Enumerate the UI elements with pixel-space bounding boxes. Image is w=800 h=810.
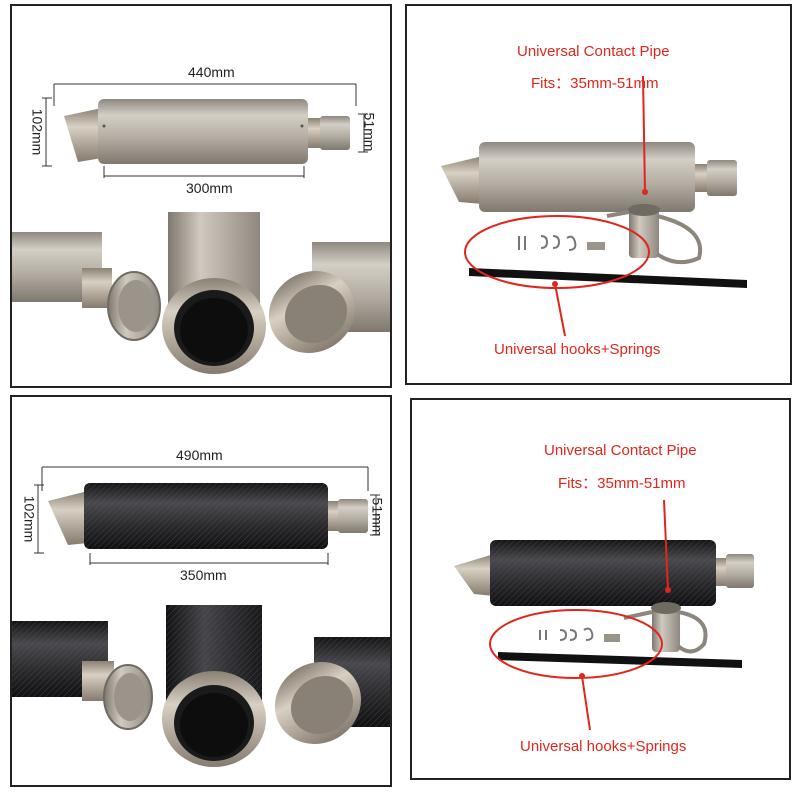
body-length-label: 350mm: [180, 567, 227, 583]
carbon-muffler-drawing: [12, 466, 390, 767]
total-length-label: 490mm: [176, 447, 223, 463]
total-length-label: 440mm: [188, 64, 235, 80]
contact-pipe-title: Universal Contact Pipe: [517, 43, 670, 60]
silver-kit-panel: Universal Contact Pipe Fits：35mm-51mm Un…: [405, 4, 792, 385]
fits-range-label: Fits：35mm-51mm: [531, 75, 659, 92]
fits-range-label: Fits：35mm-51mm: [558, 475, 686, 492]
silver-kit-drawing: [441, 75, 747, 337]
inlet-label: 51mm: [369, 497, 386, 537]
carbon-kit-panel: Universal Contact Pipe Fits：35mm-51mm Un…: [410, 398, 791, 780]
diameter-label: 102mm: [29, 108, 46, 156]
hooks-springs-label: Universal hooks+Springs: [520, 738, 687, 755]
carbon-dimensions-panel: 490mm 350mm 102mm 51mm: [10, 395, 392, 787]
inlet-label: 51mm: [361, 112, 378, 152]
carbon-kit-drawing: [454, 499, 754, 731]
hooks-springs-label: Universal hooks+Springs: [494, 341, 661, 358]
diameter-label: 102mm: [21, 495, 38, 543]
contact-pipe-title: Universal Contact Pipe: [544, 442, 697, 459]
body-length-label: 300mm: [186, 180, 233, 196]
silver-muffler-drawing: [12, 83, 390, 374]
silver-dimensions-panel: 440mm 300mm 102mm 51mm: [10, 4, 392, 388]
